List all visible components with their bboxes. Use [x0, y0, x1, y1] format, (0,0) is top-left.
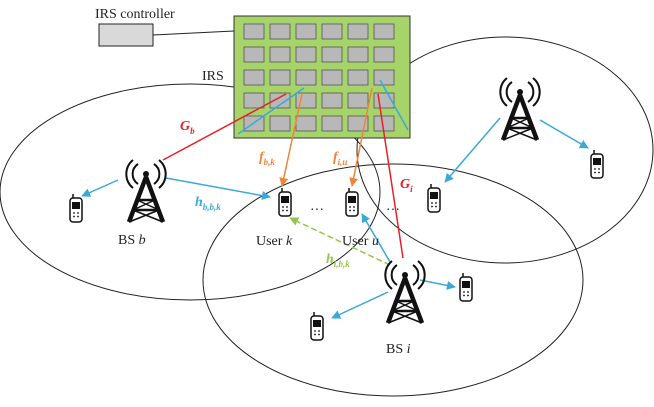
irs-link-2 — [379, 79, 409, 131]
user-k-phone-icon — [278, 187, 292, 217]
irs-element — [347, 69, 369, 86]
irs-element — [321, 23, 343, 40]
irs-element — [243, 69, 265, 86]
user-right-low-phone-icon — [459, 272, 473, 302]
channel-G-i-line — [377, 93, 404, 259]
user-left-phone-icon — [69, 193, 83, 223]
user-u-label: User u — [342, 234, 379, 249]
irs-element — [347, 115, 369, 132]
label-f-iu: fi,u — [333, 150, 347, 167]
channel-h-ibk-arrow — [289, 217, 391, 266]
irs-link-1 — [237, 87, 305, 135]
irs-element — [243, 23, 265, 40]
label-G-b: Gb — [180, 119, 195, 136]
bs-b-tower-icon — [126, 160, 165, 222]
bs-i-to-lower-user-arrow — [331, 291, 389, 319]
label-f-bk: fb,k — [259, 150, 275, 167]
irs-element — [373, 23, 395, 40]
channel-f-iu-arrow — [349, 87, 373, 187]
user-u-phone-icon — [345, 187, 359, 217]
ellipsis-left: … — [310, 199, 324, 214]
irs-element-grid — [243, 23, 395, 132]
bs-i-to-user-u-arrow — [361, 213, 391, 263]
channel-h-bbk-arrow — [165, 177, 271, 200]
irs-controller-label: IRS controller — [95, 7, 175, 22]
label-h-bbk: hb,b,k — [195, 195, 221, 212]
label-h-ibk: hi,b,k — [326, 252, 350, 269]
controller-link — [152, 30, 235, 36]
irs-element — [243, 46, 265, 63]
irs-element — [373, 46, 395, 63]
label-G-i: Gi — [400, 177, 413, 194]
user-k-label: User k — [256, 234, 293, 249]
irs-controller-box — [98, 23, 154, 47]
bs-i-label: BS i — [386, 342, 411, 357]
bs-right-to-user-arrow — [444, 117, 501, 183]
cell-u-ellipse — [202, 163, 584, 397]
irs-element — [347, 92, 369, 109]
cell-i-ellipse — [356, 36, 654, 264]
irs-element — [321, 115, 343, 132]
bs-b-label: BS b — [118, 233, 146, 248]
bs-i-to-right-user-arrow — [419, 279, 456, 290]
irs-element — [347, 23, 369, 40]
user-right-mid-phone-icon — [427, 183, 441, 213]
bs-i-tower-icon — [385, 261, 424, 323]
irs-element — [269, 46, 291, 63]
irs-element — [295, 69, 317, 86]
irs-element — [373, 69, 395, 86]
channel-f-bk-arrow — [279, 93, 303, 187]
irs-element — [321, 69, 343, 86]
irs-element — [347, 46, 369, 63]
irs-element — [269, 69, 291, 86]
irs-element — [321, 92, 343, 109]
bs-right-tower-icon — [500, 78, 539, 140]
bs-right-to-far-user-arrow — [539, 119, 589, 149]
cell-b-ellipse — [0, 83, 381, 301]
user-lower-phone-icon — [310, 311, 324, 341]
irs-element — [295, 23, 317, 40]
irs-element — [295, 46, 317, 63]
irs-element — [243, 92, 265, 109]
irs-element — [269, 92, 291, 109]
channel-G-b-line — [162, 93, 287, 161]
irs-panel — [233, 15, 411, 139]
irs-element — [295, 115, 317, 132]
user-far-right-phone-icon — [590, 149, 604, 179]
ellipsis-right: … — [386, 199, 400, 214]
bs-b-to-left-user-arrow — [81, 179, 119, 197]
irs-element — [269, 115, 291, 132]
irs-element — [269, 23, 291, 40]
irs-element — [321, 46, 343, 63]
irs-label: IRS — [202, 69, 224, 84]
